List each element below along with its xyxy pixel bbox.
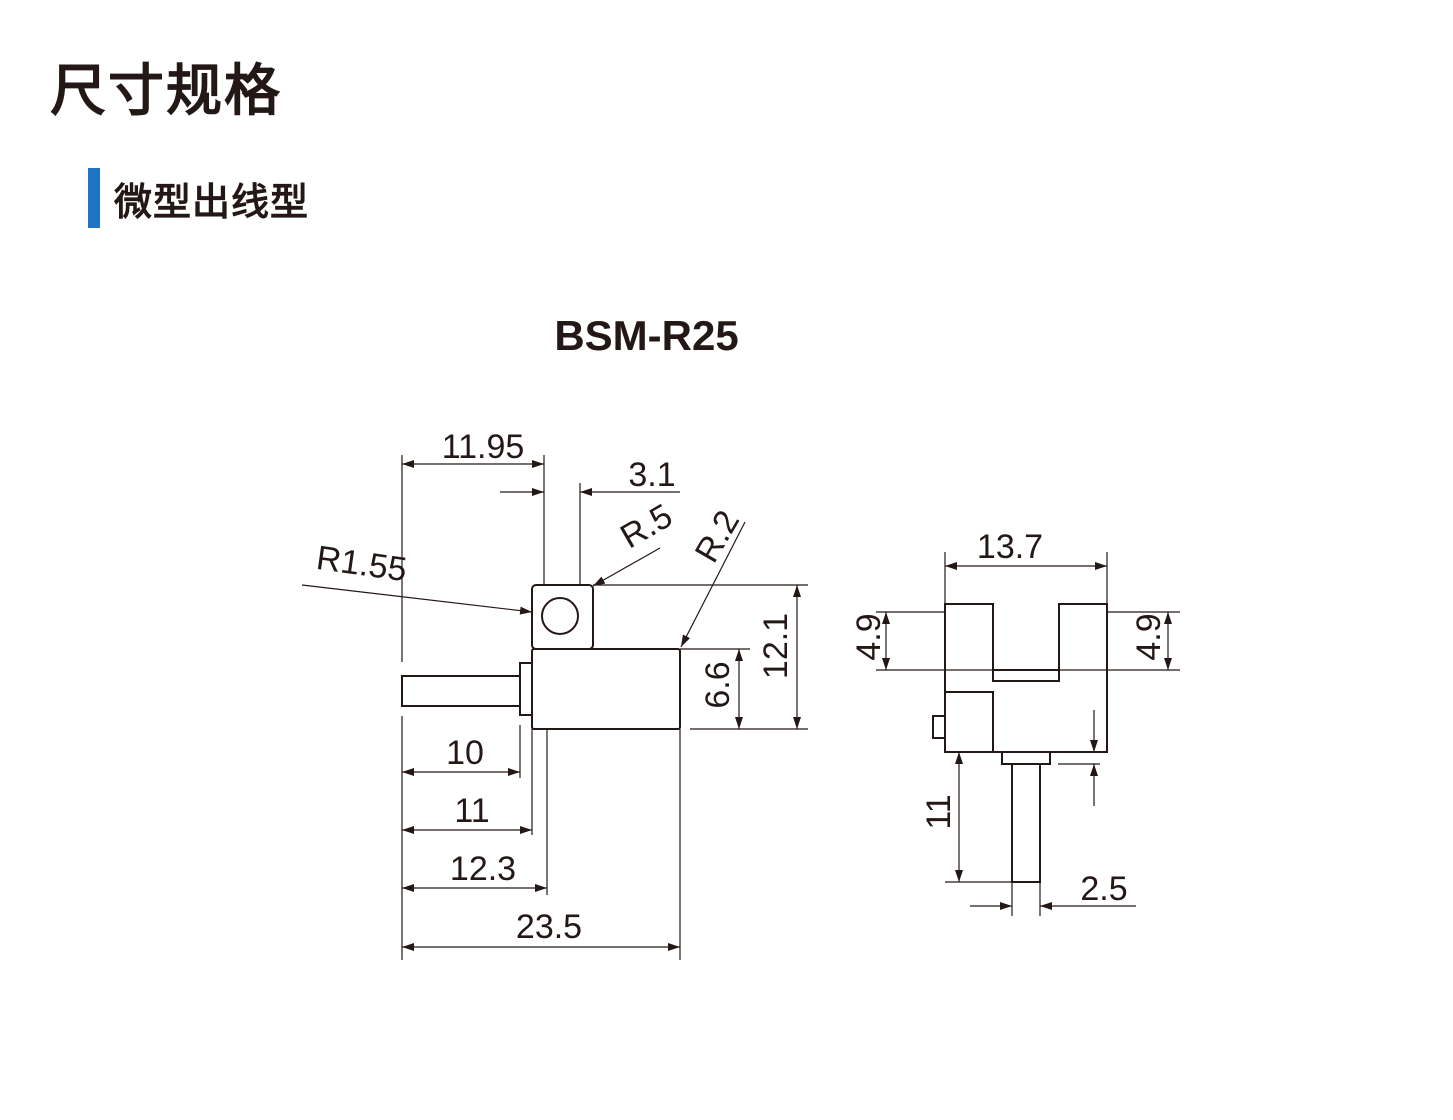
- cable-nut: [519, 662, 533, 716]
- dim-label-total-length: 23.5: [516, 908, 582, 946]
- dim-label-body-height: 6.6: [699, 661, 737, 708]
- dim-label-front-cable-length: 11: [920, 794, 958, 829]
- dim-label-block-width: 3.1: [628, 456, 675, 494]
- front-view: 13.7 4.9 4.9 11 2.5: [850, 528, 1180, 916]
- page-title: 尺寸规格: [50, 59, 282, 124]
- cable: [401, 675, 521, 707]
- dim-label-cable-diameter: 2.5: [1080, 870, 1127, 908]
- side-view-dimension-lines: [301, 460, 801, 951]
- u-slot-housing: [944, 603, 1108, 753]
- dim-label-top-width: 11.95: [442, 428, 525, 466]
- section-accent-bar: [88, 168, 100, 228]
- dim-label-nut-position: 11: [454, 792, 489, 830]
- section-header: 微型出线型: [88, 168, 309, 228]
- body-step-outline: [945, 691, 994, 752]
- side-boss: [932, 715, 946, 739]
- sensor-body: [531, 648, 681, 730]
- mounting-hole: [541, 597, 579, 635]
- dim-label-front-width: 13.7: [977, 528, 1043, 566]
- dim-label-slot-depth-right: 4.9: [1130, 613, 1168, 660]
- leader-small-radius: [592, 547, 661, 587]
- dim-label-corner-radius: R.2: [688, 504, 747, 569]
- front-cable: [1011, 763, 1041, 883]
- dim-label-small-radius: R.5: [614, 497, 679, 556]
- side-view-part: [401, 584, 681, 730]
- dim-label-slot-depth-left: 4.9: [850, 613, 888, 660]
- dim-label-hole-radius: R1.55: [314, 539, 409, 589]
- leader-hole-radius: [301, 584, 533, 615]
- front-view-extension-lines: [876, 552, 1180, 916]
- dim-label-body-start: 12.3: [450, 850, 516, 888]
- model-title: BSM-R25: [554, 312, 739, 359]
- section-title: 微型出线型: [114, 179, 310, 224]
- front-view-dimension-lines: [882, 562, 1172, 910]
- leader-corner-radius: [680, 521, 746, 648]
- dim-label-cable-length: 10: [446, 734, 484, 772]
- front-view-part: [932, 603, 1108, 883]
- front-cable-nut: [1001, 751, 1051, 765]
- side-view: 11.95 3.1 R.5 R.2 R1.55 12.1 6.6 10 11 1…: [301, 428, 808, 960]
- dim-label-total-height: 12.1: [757, 613, 795, 679]
